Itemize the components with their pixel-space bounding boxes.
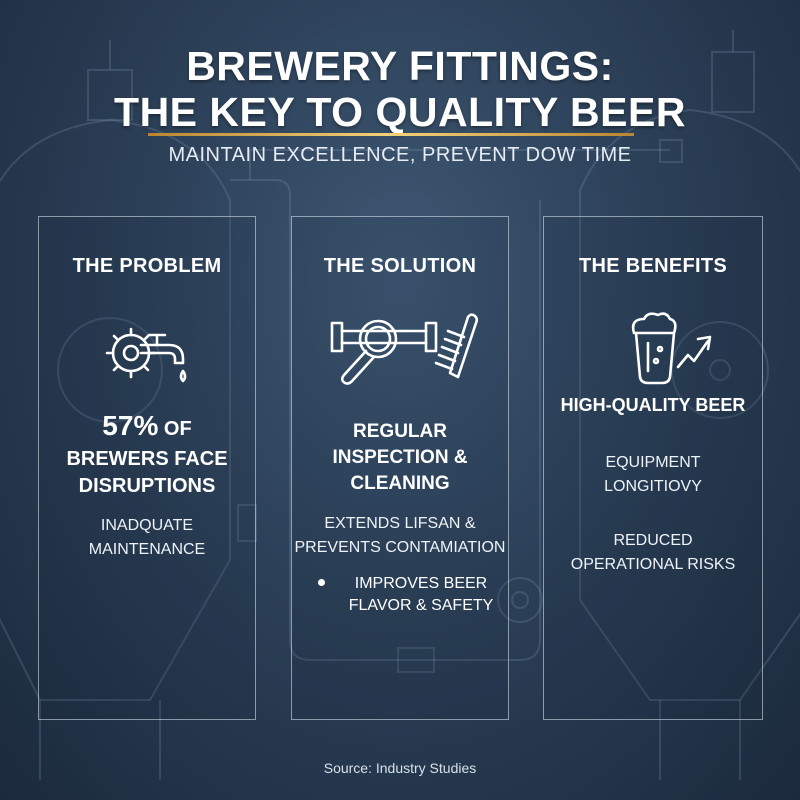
benefit-equipment-line-1: EQUIPMENT xyxy=(605,454,701,471)
problem-stat-line-1: 57% OF xyxy=(39,412,255,443)
problem-stat-of: OF xyxy=(158,418,192,440)
problem-stat-line-3: DISRUPTIONS xyxy=(78,475,216,497)
problem-cause-line-1: INADQUATE xyxy=(100,517,194,534)
title-line-1: BREWERY FITTINGS: xyxy=(186,43,614,89)
benefit-risks-line-1: REDUCED xyxy=(613,532,693,549)
solution-panel: THE SOLUTION REGULAR INSPECTION & CLEANI… xyxy=(291,216,509,720)
solution-main-line-3: CLEANING xyxy=(350,473,450,494)
benefits-panel: THE BENEFITS HIGH-QUALITY BEER EQUIPMENT… xyxy=(543,216,763,720)
problem-panel: THE PROBLEM 57% OF BREWERS FACE DISRUPTI… xyxy=(38,216,256,720)
solution-heading: THE SOLUTION xyxy=(323,255,477,277)
source-note: Source: Industry Studies xyxy=(323,760,477,776)
benefits-heading: THE BENEFITS xyxy=(578,255,728,277)
subtitle: MAINTAIN EXCELLENCE, PREVENT DOW TIME xyxy=(168,144,632,166)
problem-stat-line-2: BREWERS FACE xyxy=(66,448,228,470)
solution-main-line-2: INSPECTION & xyxy=(332,447,468,468)
bullet-dot xyxy=(318,579,325,586)
benefit-equipment-line-2: LONGITIOVY xyxy=(604,478,702,495)
gear-faucet-icon xyxy=(105,327,187,383)
solution-bullet-line-2: FLAVOR & SAFETY xyxy=(348,597,494,614)
pipe-inspection-brush-icon xyxy=(330,313,479,385)
beer-glass-growth-icon xyxy=(631,312,712,385)
solution-detail-line-2: PREVENTS CONTAMIATION xyxy=(294,539,506,556)
problem-heading: THE PROBLEM xyxy=(72,255,222,277)
solution-detail-line-1: EXTENDS LIFSAN & xyxy=(324,515,476,532)
solution-bullet-line-1: IMPROVES BEER xyxy=(354,575,488,592)
title-underline xyxy=(148,133,634,136)
solution-main-line-1: REGULAR xyxy=(353,421,447,442)
problem-stat-value: 57% xyxy=(102,410,159,441)
benefit-risks-line-2: OPERATIONAL RISKS xyxy=(570,556,736,573)
benefit-high-quality: HIGH-QUALITY BEER xyxy=(560,395,746,415)
title-line-2: THE KEY TO QUALITY BEER xyxy=(114,89,686,135)
problem-cause-line-2: MAINTENANCE xyxy=(88,541,206,558)
